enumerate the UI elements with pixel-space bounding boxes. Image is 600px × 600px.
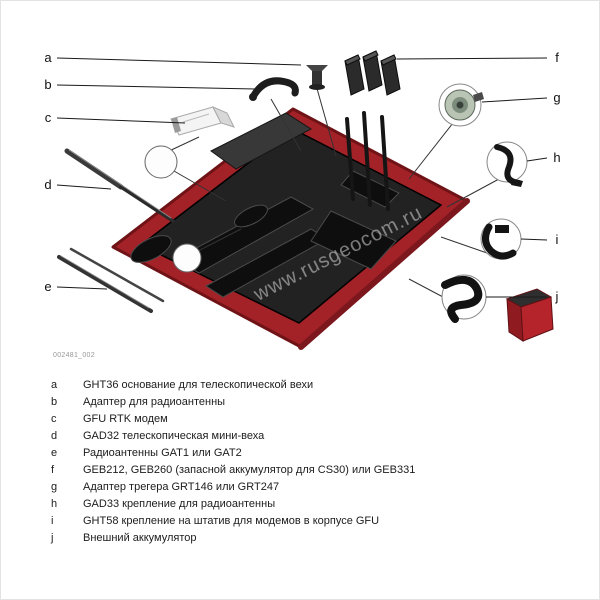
legend-key: b [51,396,58,408]
stowed-antenna-rods [345,111,390,211]
legend-row: j Внешний аккумулятор [51,530,576,547]
callout-letter-i: i [555,232,559,247]
callout-letter-d: d [44,177,52,192]
legend-key: h [51,498,58,510]
case-diagram-svg: www.rusgeocom.ru [56,50,554,350]
legend-text: GAD33 крепление для радиоантенны [83,498,276,510]
exploded-connector-lines [166,84,500,298]
transport-case: www.rusgeocom.ru [111,107,470,350]
legend-key: e [51,447,58,459]
part-b-antenna-adapter [249,77,299,101]
legend-row: f GEB212, GEB260 (запасной аккумулятор д… [51,462,576,479]
callout-letter-a: a [44,50,52,65]
callout-letter-e: e [44,279,52,294]
callout-letter-b: b [44,77,52,92]
legend-key: f [51,464,55,476]
legend-row: b Адаптер для радиоантенны [51,394,576,411]
part-j-external-battery [441,274,554,342]
legend-text: Адаптер трегера GRT146 или GRT247 [83,481,280,493]
legend-row: g Адаптер трегера GRT146 или GRT247 [51,479,576,496]
part-f-batteries [344,50,401,96]
lid-pocket [210,112,312,170]
location-balloons [144,145,202,273]
foam-cutouts [130,170,400,298]
callout-letter-g: g [553,90,561,105]
legend-key: a [51,379,58,391]
case-edge-shadow [298,198,470,350]
part-d-telescopic-pole [64,148,175,223]
legend-row: d GAD32 телескопическая мини-веха [51,428,576,445]
legend-key: c [51,413,57,425]
legend-text: Внешний аккумулятор [83,532,197,544]
legend-row: c GFU RTK модем [51,411,576,428]
legend-row: a GHT36 основание для телескопической ве… [51,377,576,394]
part-a-ght36-base [306,65,328,90]
callout-letter-f: f [555,50,559,65]
callout-letter-j: j [555,289,559,304]
legend-text: GEB212, GEB260 (запасной аккумулятор для… [83,464,416,476]
legend-text: Адаптер для радиоантенны [83,396,226,408]
leader-lines [56,57,548,298]
legend-row: i GHT58 крепление на штатив для модемов … [51,513,576,530]
legend-text: Радиоантенны GAT1 или GAT2 [83,447,242,459]
part-g-tribrach-adapter [438,83,484,127]
legend-row: e Радиоантенны GAT1 или GAT2 [51,445,576,462]
legend-row: h GAD33 крепление для радиоантенны [51,496,576,513]
legend-key: j [51,532,54,544]
legend-key: g [51,481,58,493]
part-i-tripod-clamp [480,218,522,260]
figure-id: 002481_002 [53,352,95,359]
legend-text: GHT58 крепление на штатив для модемов в … [83,515,380,527]
part-h-antenna-mount [486,141,528,187]
legend: a GHT36 основание для телескопической ве… [51,377,576,547]
part-c-gfu-modem [170,106,235,136]
legend-text: GAD32 телескопическая мини-веха [83,430,265,442]
callout-letter-c: c [44,110,52,125]
part-e-radio-antennas [57,247,165,313]
legend-key: d [51,430,58,442]
callout-letter-h: h [553,150,561,165]
legend-key: i [51,515,54,527]
legend-text: GHT36 основание для телескопической вехи [83,379,314,391]
legend-text: GFU RTK модем [83,413,168,425]
equipment-case-figure: www.rusgeocom.ru [1,1,599,366]
